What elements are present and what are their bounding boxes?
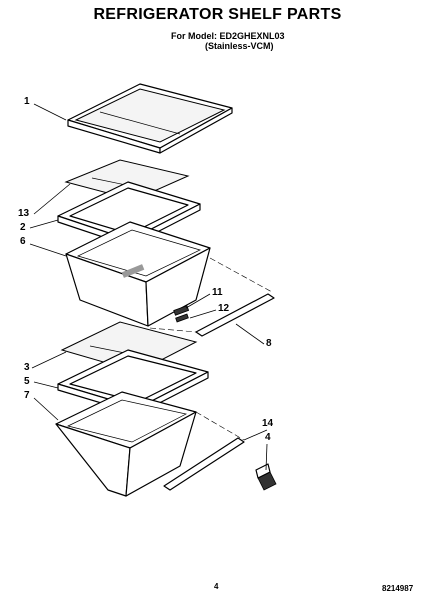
callout-6: 6 [20,236,26,247]
part-1-glass-shelf [67,83,233,154]
callout-7: 7 [24,390,30,401]
callout-14: 14 [262,418,274,429]
part-14-cover-rail [163,411,245,491]
part-4-bracket [255,463,277,491]
callout-4: 4 [265,432,271,443]
document-number: 8214987 [382,584,414,593]
callout-11: 11 [212,287,223,298]
callout-1: 1 [24,96,30,107]
callout-3: 3 [24,362,30,373]
model-line: For Model: ED2GHEXNL03 [171,31,285,41]
part-7-crisper-pan [55,391,197,497]
page-number: 4 [214,582,219,591]
part-6-crisper-pan [65,221,211,327]
callout-12: 12 [218,303,230,314]
callout-13: 13 [18,208,30,219]
callout-2: 2 [20,222,26,233]
callout-5: 5 [24,376,30,387]
leader-lines [29,103,268,471]
callout-8: 8 [266,338,272,349]
part-8-cover-rail [149,257,275,337]
part-11-12-clips [173,305,190,323]
variant-line: (Stainless-VCM) [205,41,274,51]
page-title: REFRIGERATOR SHELF PARTS [93,6,342,23]
